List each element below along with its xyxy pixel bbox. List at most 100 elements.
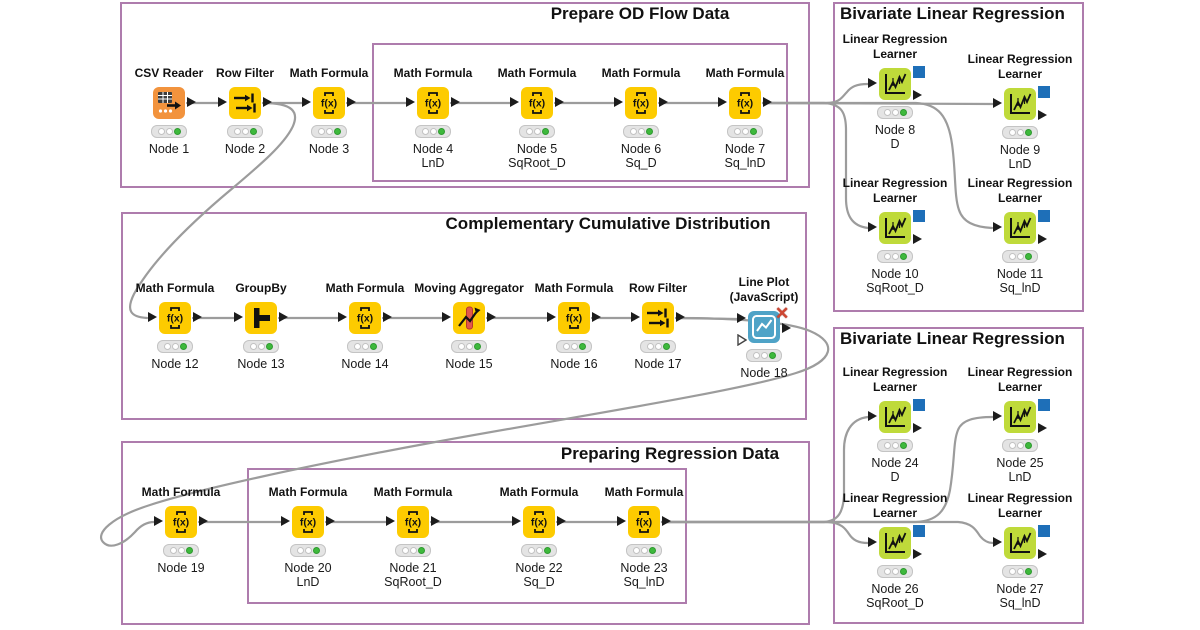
output-port[interactable] (676, 312, 685, 322)
wire-node23-to-node27[interactable] (660, 520, 995, 545)
groupby-icon[interactable] (245, 302, 277, 334)
math-icon[interactable]: f(x) (165, 506, 197, 538)
optional-input-port[interactable] (737, 333, 748, 351)
input-port[interactable] (617, 516, 626, 526)
output-port[interactable] (193, 312, 202, 322)
learner-icon[interactable] (879, 527, 911, 559)
annotation-box-preparing-regression-data[interactable] (121, 441, 810, 625)
output-port[interactable] (555, 97, 564, 107)
output-port[interactable] (662, 516, 671, 526)
learner-icon[interactable] (879, 68, 911, 100)
input-port[interactable] (281, 516, 290, 526)
output-port[interactable] (263, 97, 272, 107)
output-port[interactable] (451, 97, 460, 107)
learner-icon[interactable] (879, 401, 911, 433)
input-port[interactable] (614, 97, 623, 107)
output-port[interactable] (383, 312, 392, 322)
math-icon[interactable]: f(x) (625, 87, 657, 119)
output-port[interactable] (431, 516, 440, 526)
csv-reader-icon[interactable] (153, 87, 185, 119)
input-port[interactable] (234, 312, 243, 322)
output-port[interactable] (199, 516, 208, 526)
input-port[interactable] (631, 312, 640, 322)
math-icon[interactable]: f(x) (349, 302, 381, 334)
learner-icon[interactable] (1004, 88, 1036, 120)
output-port[interactable] (782, 323, 791, 333)
output-port[interactable] (279, 312, 288, 322)
learner-icon[interactable] (1004, 401, 1036, 433)
wire-node23-to-node26[interactable] (660, 520, 870, 545)
wire-node2-to-node12[interactable] (129, 101, 297, 320)
input-port[interactable] (868, 411, 877, 421)
math-icon[interactable]: f(x) (417, 87, 449, 119)
wire-node23-to-node24[interactable] (660, 415, 870, 524)
input-port[interactable] (993, 98, 1002, 108)
math-icon[interactable]: f(x) (313, 87, 345, 119)
math-icon[interactable]: f(x) (397, 506, 429, 538)
row-filter-icon[interactable] (229, 87, 261, 119)
annotation-box-regression-inner-group[interactable] (247, 468, 687, 604)
input-port[interactable] (868, 222, 877, 232)
model-output-port[interactable] (913, 210, 925, 222)
output-port[interactable] (1038, 423, 1047, 433)
input-port[interactable] (154, 516, 163, 526)
model-output-port[interactable] (913, 525, 925, 537)
math-icon[interactable]: f(x) (292, 506, 324, 538)
output-port[interactable] (763, 97, 772, 107)
annotation-box-complementary-cumulative-distribution[interactable] (121, 212, 807, 420)
input-port[interactable] (406, 97, 415, 107)
output-port[interactable] (187, 97, 196, 107)
input-port[interactable] (993, 411, 1002, 421)
annotation-box-bivariate-regression-top[interactable] (833, 2, 1084, 312)
wire-node17-to-node19[interactable] (100, 316, 830, 547)
annotation-box-od-flow-inner-group[interactable] (372, 43, 788, 182)
wire-node7-to-node11[interactable] (761, 101, 994, 230)
input-port[interactable] (868, 537, 877, 547)
output-port[interactable] (487, 312, 496, 322)
learner-icon[interactable] (1004, 212, 1036, 244)
output-port[interactable] (913, 423, 922, 433)
input-port[interactable] (302, 97, 311, 107)
math-icon[interactable]: f(x) (521, 87, 553, 119)
input-port[interactable] (386, 516, 395, 526)
model-output-port[interactable] (1038, 525, 1050, 537)
output-port[interactable] (326, 516, 335, 526)
output-port[interactable] (1038, 234, 1047, 244)
model-output-port[interactable] (1038, 399, 1050, 411)
wire-node23-to-node25[interactable] (660, 415, 995, 524)
learner-icon[interactable] (879, 212, 911, 244)
row-filter-icon[interactable] (642, 302, 674, 334)
model-output-port[interactable] (913, 66, 925, 78)
math-icon[interactable]: f(x) (628, 506, 660, 538)
input-port[interactable] (718, 97, 727, 107)
model-output-port[interactable] (1038, 210, 1050, 222)
input-port[interactable] (868, 78, 877, 88)
input-port[interactable] (442, 312, 451, 322)
model-output-port[interactable] (1038, 86, 1050, 98)
input-port[interactable] (218, 97, 227, 107)
input-port[interactable] (993, 537, 1002, 547)
input-port[interactable] (338, 312, 347, 322)
annotation-box-bivariate-regression-bottom[interactable] (833, 327, 1084, 624)
wire-node7-to-node8[interactable] (761, 82, 870, 105)
output-port[interactable] (913, 90, 922, 100)
output-port[interactable] (592, 312, 601, 322)
learner-icon[interactable] (1004, 527, 1036, 559)
input-port[interactable] (510, 97, 519, 107)
input-port[interactable] (993, 222, 1002, 232)
lineplot-icon[interactable] (748, 311, 780, 343)
output-port[interactable] (913, 549, 922, 559)
output-port[interactable] (913, 234, 922, 244)
input-port[interactable] (737, 313, 746, 323)
wire-node7-to-node10[interactable] (761, 101, 870, 230)
math-icon[interactable]: f(x) (558, 302, 590, 334)
output-port[interactable] (1038, 110, 1047, 120)
input-port[interactable] (148, 312, 157, 322)
annotation-box-prepare-od-flow-data[interactable] (120, 2, 810, 188)
output-port[interactable] (1038, 549, 1047, 559)
output-port[interactable] (347, 97, 356, 107)
input-port[interactable] (512, 516, 521, 526)
math-icon[interactable]: f(x) (729, 87, 761, 119)
math-icon[interactable]: f(x) (523, 506, 555, 538)
